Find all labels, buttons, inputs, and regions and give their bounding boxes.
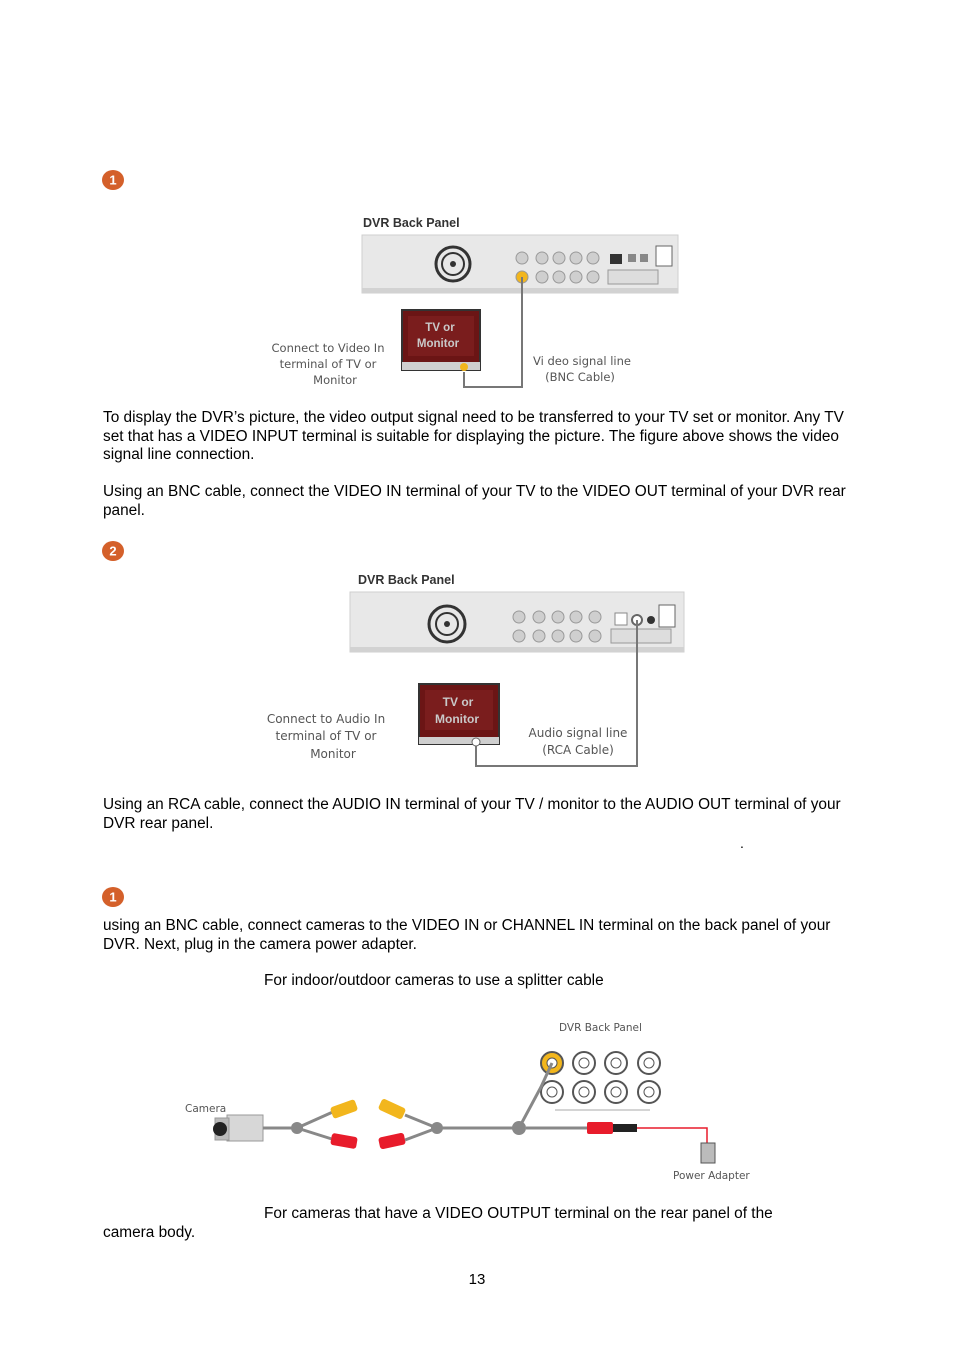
bnc-connector-row (512, 610, 602, 643)
svg-text:Connect to Audio In: Connect to Audio In (267, 712, 385, 726)
step-2-badge-icon: 2 (102, 541, 124, 561)
step-3-badge-icon: 1 (102, 887, 124, 907)
caption-video-output-line2: camera body. (103, 1224, 196, 1241)
camera-connection-diagram: DVR Back Panel Camera Power (185, 1022, 750, 1182)
bnc-connector-row (515, 251, 600, 284)
svg-text:Audio signal line: Audio signal line (529, 726, 628, 740)
terminal-block (610, 604, 676, 644)
bnc-cable (463, 277, 523, 388)
svg-text:1: 1 (109, 890, 116, 905)
rca-cable (475, 620, 638, 767)
left-note: Connect to Video In terminal of TV or Mo… (272, 341, 385, 387)
step3-paragraph: using an BNC cable, connect cameras to t… (103, 917, 831, 953)
step-1-badge-icon: 1 (102, 170, 124, 190)
svg-text:Vi deo signal line: Vi deo signal line (533, 354, 631, 368)
svg-text:Connect to Video In: Connect to Video In (272, 341, 385, 355)
svg-text:terminal of TV or: terminal of TV or (276, 729, 377, 743)
step1-paragraph-2: Using an BNC cable, connect the VIDEO IN… (103, 483, 846, 519)
video-connection-diagram: DVR Back Panel TV or Monitor Connect to … (272, 216, 679, 388)
svg-text:2: 2 (109, 544, 116, 559)
audio-connection-diagram: DVR Back Panel TV or Monitor Connect to … (267, 573, 685, 767)
svg-text:terminal of TV or: terminal of TV or (280, 357, 377, 371)
terminal-block (607, 245, 673, 285)
caption-video-output-line1: For cameras that have a VIDEO OUTPUT ter… (264, 1205, 773, 1222)
camera-icon (213, 1114, 264, 1142)
step1-paragraph-1: To display the DVR’s picture, the video … (103, 409, 844, 463)
tv-monitor-icon: TV or Monitor (401, 309, 481, 371)
svg-text:(RCA Cable): (RCA Cable) (542, 743, 614, 757)
svg-text:Monitor: Monitor (313, 373, 357, 387)
page-number: 13 (468, 1271, 486, 1288)
step2-paragraph: Using an RCA cable, connect the AUDIO IN… (103, 796, 841, 832)
svg-text:1: 1 (109, 173, 116, 188)
left-note: Connect to Audio In terminal of TV or Mo… (267, 712, 385, 761)
panel-title: DVR Back Panel (363, 216, 460, 230)
svg-text:(BNC Cable): (BNC Cable) (545, 370, 615, 384)
svg-text:TV or: TV or (425, 322, 455, 334)
svg-text:Monitor: Monitor (310, 747, 356, 761)
right-note: Vi deo signal line (BNC Cable) (533, 354, 631, 384)
svg-text:TV or: TV or (443, 695, 474, 709)
camera-label: Camera (185, 1103, 226, 1115)
panel-title: DVR Back Panel (358, 573, 455, 587)
right-note: Audio signal line (RCA Cable) (529, 726, 628, 757)
stray-mark: . (740, 835, 744, 851)
bnc-input-grid (540, 1051, 661, 1111)
panel-title: DVR Back Panel (559, 1022, 642, 1034)
caption-splitter: For indoor/outdoor cameras to use a spli… (264, 972, 604, 989)
fan-icon (434, 245, 472, 283)
tv-monitor-icon: TV or Monitor (418, 683, 500, 747)
svg-text:Monitor: Monitor (417, 338, 460, 350)
fan-icon (427, 604, 467, 644)
power-adapter-label: Power Adapter (673, 1170, 750, 1182)
svg-text:Monitor: Monitor (435, 712, 479, 726)
